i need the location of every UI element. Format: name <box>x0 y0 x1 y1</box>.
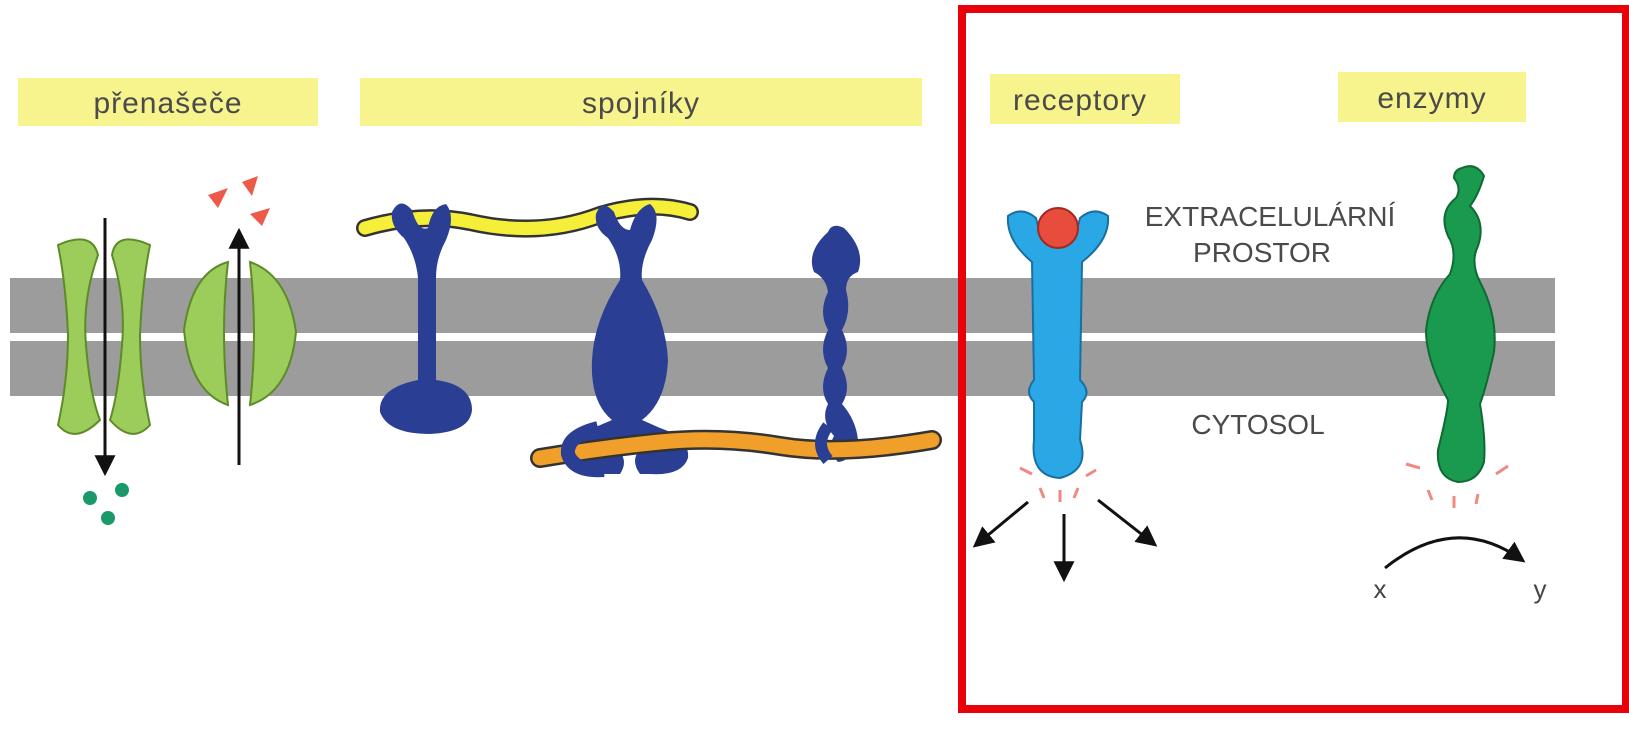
linker-group <box>365 203 932 474</box>
solute-triangle <box>208 188 228 208</box>
linker-protein-3-clamp <box>821 426 828 460</box>
label-transporters: přenašeče <box>93 87 242 120</box>
substrate-label: x <box>1374 574 1387 604</box>
signal-arrow-right <box>1098 500 1154 544</box>
membrane-outer-leaflet <box>10 278 1555 333</box>
solute-dot <box>115 483 129 497</box>
product-label: y <box>1534 574 1547 604</box>
ligand <box>1038 208 1078 248</box>
solute-triangle <box>250 208 270 226</box>
cytosol-label: CYTOSOL <box>1191 409 1324 440</box>
solute-triangle <box>242 176 258 196</box>
enzyme-protein <box>1426 166 1495 482</box>
category-labels: přenašeče spojníky receptory enzymy <box>18 72 1526 126</box>
solute-dot <box>101 511 115 525</box>
transporter-channel-left-half <box>58 239 100 434</box>
reaction-arrow <box>1385 538 1522 568</box>
signal-arrow-left <box>976 502 1028 545</box>
membrane-inner-leaflet <box>10 341 1555 396</box>
label-linkers: spojníky <box>582 87 700 120</box>
cell-membrane <box>10 278 1555 396</box>
label-enzymes: enzymy <box>1377 82 1486 115</box>
transporter-channel-right-half <box>110 239 150 434</box>
extracellular-label-line1: EXTRACELULÁRNÍ <box>1145 201 1396 232</box>
solute-dot <box>83 491 97 505</box>
label-receptors: receptory <box>1013 84 1147 117</box>
extracellular-label-line2: PROSTOR <box>1193 237 1331 268</box>
